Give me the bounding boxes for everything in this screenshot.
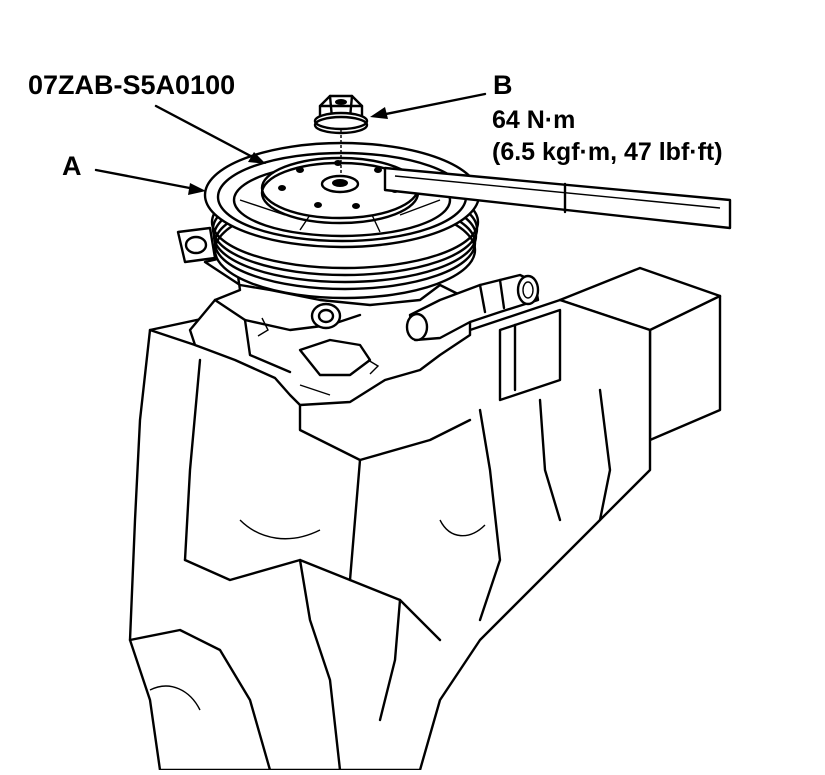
engine-block: [128, 266, 722, 772]
torque-spec-alt: (6.5 kgf·m, 47 lbf·ft): [492, 138, 723, 166]
leader-lines: [94, 92, 487, 195]
part-a-label: A: [62, 151, 82, 181]
pump-body: [176, 226, 540, 407]
part-b-label: B: [493, 70, 513, 100]
pulley-holder-tool: [260, 156, 732, 230]
tool-number-label: 07ZAB-S5A0100: [28, 70, 236, 100]
torque-spec-nm: 64 N·m: [492, 106, 576, 134]
nut-b: [313, 94, 369, 176]
